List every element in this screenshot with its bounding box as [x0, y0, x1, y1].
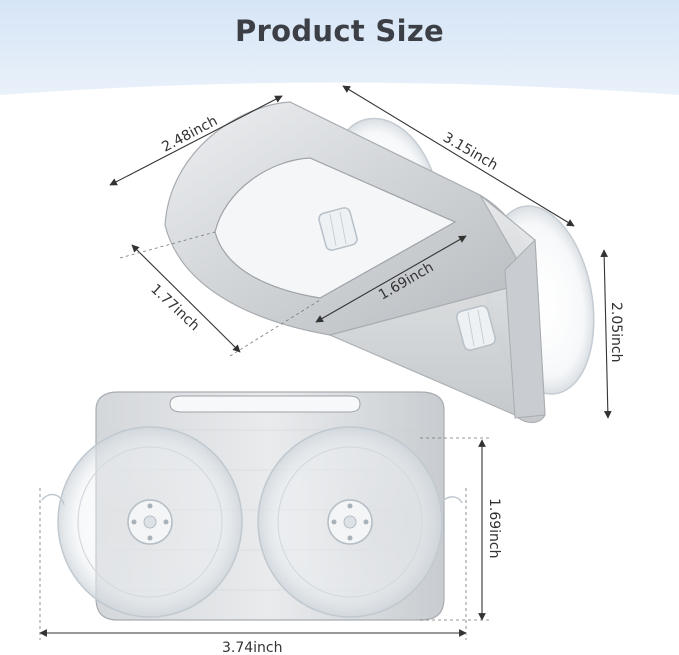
bracket-front-view: [41, 391, 463, 621]
page-title: Product Size: [234, 14, 444, 48]
bracket-angled-view: [164, 101, 595, 424]
dimension-lines-lower: [39, 439, 486, 637]
dimension-leaders-upper: [119, 231, 321, 357]
label-front-height: 1.69inch: [486, 498, 502, 559]
label-hole-depth: 1.77inch: [147, 281, 202, 334]
dimension-leaders-lower: [39, 437, 492, 640]
dimension-lines-upper: [109, 85, 612, 419]
suction-cup-left: [41, 426, 243, 618]
header-band: [0, 0, 679, 95]
suction-cup-right: [257, 426, 463, 618]
front-top-slot: [169, 395, 361, 413]
label-front-width: 3.74inch: [222, 640, 283, 655]
label-top-width: 3.15inch: [440, 130, 500, 174]
label-height: 2.05inch: [608, 302, 624, 363]
